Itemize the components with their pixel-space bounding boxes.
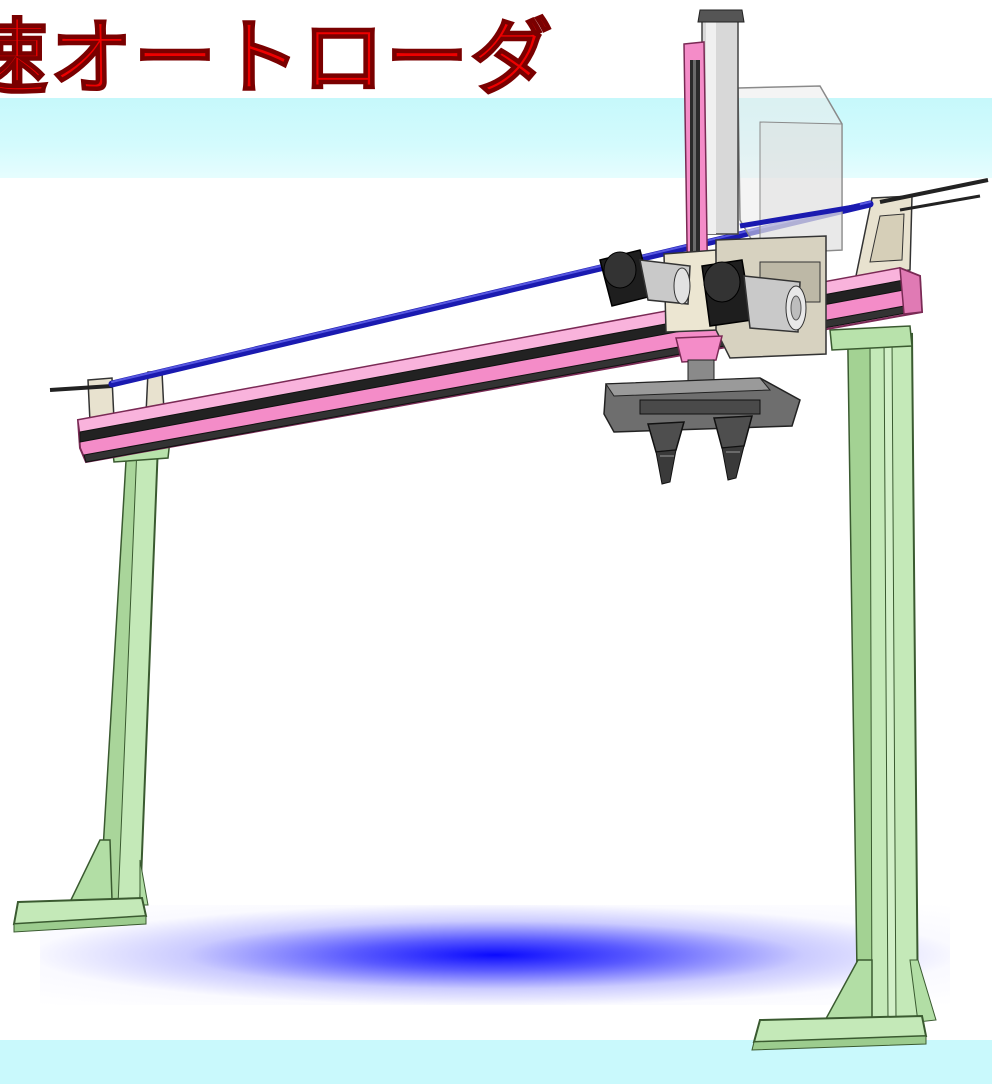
right-leg [751, 325, 937, 1051]
floor-shadow [40, 905, 950, 1005]
slide-title: 速オートローダ [0, 11, 555, 106]
rear-cable [49, 178, 989, 423]
gripper-hand [603, 335, 801, 485]
servo-motor-right [701, 259, 807, 333]
servo-motor-left [599, 249, 691, 307]
left-leg [12, 439, 171, 933]
